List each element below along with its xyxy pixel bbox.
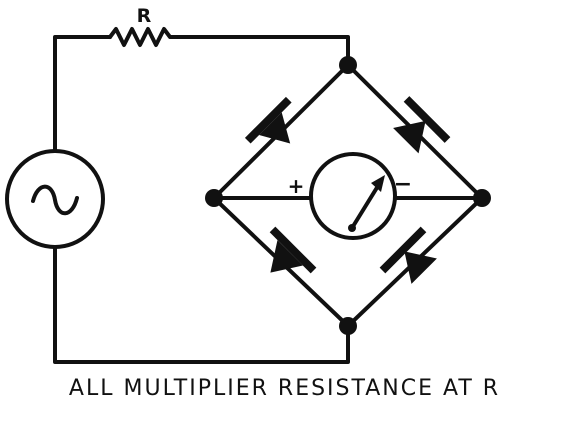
meter-pivot <box>348 224 356 232</box>
ac-source-circle <box>5 149 105 249</box>
meter-plus-label: + <box>288 174 305 198</box>
meter-needle <box>350 179 383 230</box>
diode-bottom-right <box>379 226 437 284</box>
wire-resistor-to-bridge-top <box>174 35 350 67</box>
meter: + − <box>288 152 412 240</box>
sine-wave-icon <box>31 184 79 216</box>
meter-circle <box>309 152 397 240</box>
resistor: R <box>108 5 178 47</box>
outer-wiring <box>53 35 350 364</box>
ac-source-symbol <box>5 149 105 249</box>
diode-bottom-left <box>269 226 317 274</box>
diode-top-left <box>244 96 292 144</box>
diode-bar <box>244 96 292 144</box>
junction-right <box>473 189 491 207</box>
diode-bar <box>403 96 451 143</box>
diode-triangle <box>404 251 437 284</box>
bridge-diamond <box>212 63 484 328</box>
diode-triangle <box>270 240 303 273</box>
diode-triangle <box>393 120 426 154</box>
junction-dots <box>205 56 491 335</box>
diode-bar <box>269 226 317 274</box>
resistor-zigzag <box>108 27 178 47</box>
meter-minus-label: − <box>394 172 412 197</box>
junction-top <box>339 56 357 74</box>
wire-source-to-resistor <box>53 35 112 152</box>
wire-source-to-bridge-bottom <box>53 246 350 364</box>
resistor-label: R <box>137 5 152 27</box>
junction-left <box>205 189 223 207</box>
junction-bottom <box>339 317 357 335</box>
diode-triangle <box>259 112 291 144</box>
diode-bar <box>379 226 427 274</box>
diagram-caption: ALL MULTIPLIER RESISTANCE AT R <box>68 376 501 401</box>
meter-arrow-icon <box>371 175 385 192</box>
diode-top-right <box>393 96 451 154</box>
